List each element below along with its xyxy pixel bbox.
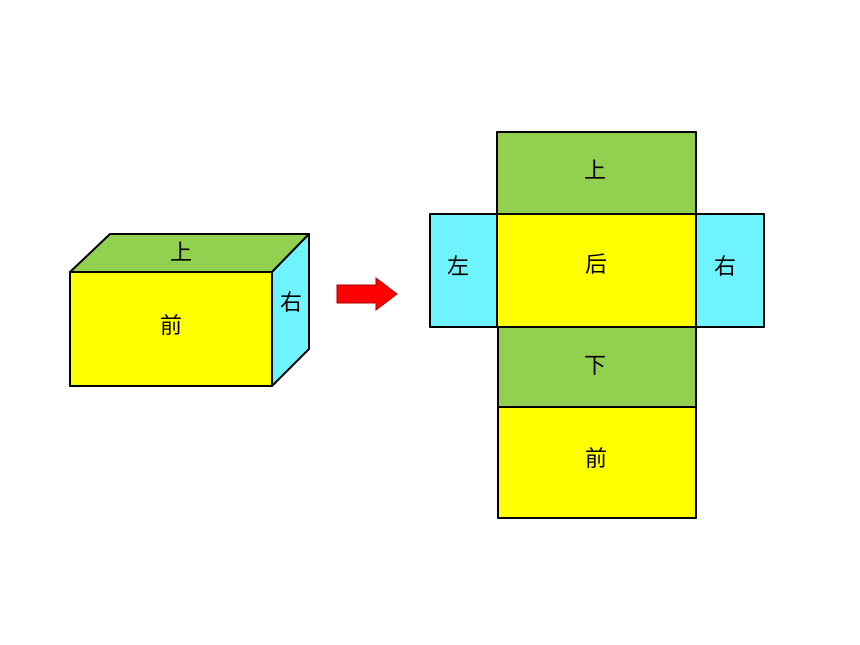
right-arrow-icon bbox=[336, 276, 398, 312]
net-left-label: 左 bbox=[447, 255, 469, 280]
cuboid-front-face bbox=[69, 271, 273, 387]
cuboid-right-label: 右 bbox=[280, 291, 302, 316]
net-front-face bbox=[497, 406, 697, 519]
net-bottom-label: 下 bbox=[584, 354, 606, 379]
net-front-label: 前 bbox=[585, 447, 607, 472]
net-back-label: 后 bbox=[585, 253, 607, 278]
net-top-label: 上 bbox=[584, 159, 606, 184]
cuboid: 上 前 右 bbox=[69, 233, 310, 387]
net-right-face bbox=[695, 213, 765, 328]
cuboid-front-label: 前 bbox=[160, 314, 182, 339]
net-right-label: 右 bbox=[714, 255, 736, 280]
net: 上 左 后 右 下 前 bbox=[429, 131, 765, 519]
net-bottom-face bbox=[497, 326, 697, 408]
cuboid-top-label: 上 bbox=[170, 241, 192, 266]
